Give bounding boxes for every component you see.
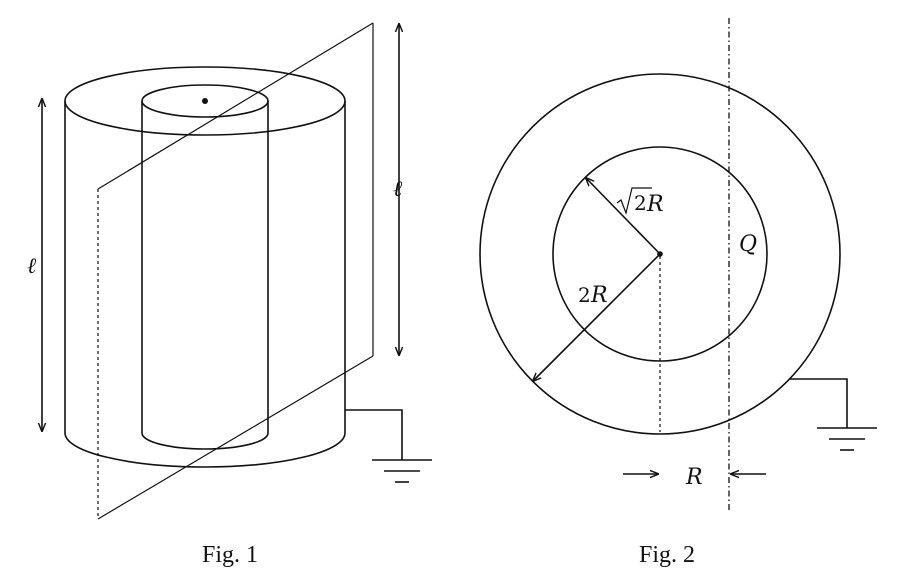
svg-text:2: 2 bbox=[578, 283, 591, 307]
offset-label: R bbox=[685, 465, 703, 490]
charge-label: Q bbox=[739, 232, 757, 257]
outer-cylinder bbox=[64, 66, 346, 468]
outer-circle bbox=[479, 73, 841, 435]
svg-text:R: R bbox=[646, 192, 664, 217]
svg-text:2: 2 bbox=[634, 191, 647, 215]
svg-text:R: R bbox=[590, 283, 608, 308]
inner-radius-arrow bbox=[586, 178, 661, 255]
length-label-right: ℓ bbox=[393, 177, 403, 202]
outer-radius-label: 2 R bbox=[578, 283, 608, 308]
ground-symbol-1 bbox=[345, 409, 432, 483]
center-dot bbox=[202, 98, 208, 104]
outer-radius-arrow bbox=[533, 253, 661, 381]
inner-radius-label: √2 2 R bbox=[616, 187, 664, 217]
fig2-caption: Fig. 2 bbox=[639, 542, 695, 568]
fig2-diagram: √2 2 R 2 R Q R Fig. 2 bbox=[479, 18, 877, 568]
ground-symbol-2 bbox=[789, 378, 877, 451]
inner-cylinder bbox=[141, 84, 269, 450]
cutting-plane bbox=[97, 22, 374, 520]
fig1-caption: Fig. 1 bbox=[202, 542, 258, 568]
length-label-left: ℓ bbox=[27, 254, 37, 279]
fig1-diagram: ℓ ℓ Fig. 1 bbox=[27, 22, 432, 568]
